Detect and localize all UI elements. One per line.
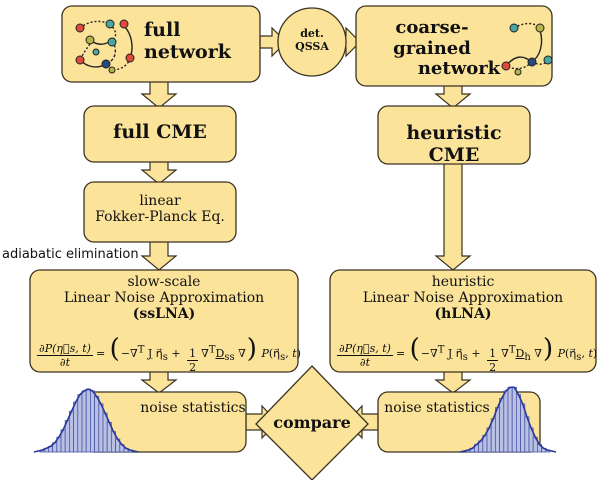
sslna-eq-den: ∂t bbox=[59, 355, 71, 369]
full-network-line1: full bbox=[144, 19, 181, 41]
histogram-bar bbox=[69, 410, 75, 453]
noise-left-label: noise statistics bbox=[140, 400, 246, 416]
histogram-bar bbox=[73, 401, 79, 453]
full-network-line2: network bbox=[144, 40, 231, 63]
coarse-grained-line1: coarse-grained bbox=[393, 17, 471, 59]
arrow-hcme-to-hlna bbox=[434, 159, 472, 271]
histogram-bar bbox=[520, 403, 526, 453]
box-linear-fp bbox=[83, 181, 237, 243]
hlna-eq-fraction: ∂P(η⃗s, t) ∂t bbox=[337, 342, 393, 369]
arrow-fp-to-sslna bbox=[140, 239, 178, 271]
histogram-bar bbox=[499, 397, 505, 453]
sslna-eq-fraction: ∂P(η⃗s, t) ∂t bbox=[37, 342, 93, 369]
histogram-bar bbox=[81, 390, 87, 453]
histogram-bar bbox=[90, 390, 96, 453]
node-icon bbox=[535, 23, 545, 33]
histogram-bar bbox=[94, 396, 100, 453]
sslna-line1: slow-scale bbox=[127, 274, 201, 290]
node-icon bbox=[514, 68, 522, 76]
node-icon bbox=[85, 35, 95, 45]
node-icon bbox=[501, 61, 511, 71]
histogram-bar bbox=[507, 386, 513, 453]
node-icon bbox=[107, 37, 117, 47]
hlna-eq-den: ∂t bbox=[359, 355, 371, 369]
histogram-bar bbox=[511, 386, 517, 453]
box-heuristic-cme bbox=[377, 105, 531, 165]
coarse-grained-label: coarse-grained network bbox=[358, 17, 506, 80]
sslna-line3: (ssLNA) bbox=[132, 306, 196, 323]
node-icon bbox=[75, 23, 85, 33]
det-qssa-line1: det. bbox=[300, 27, 324, 40]
node-icon bbox=[101, 59, 111, 69]
linear-fp-label: linear Fokker-Planck Eq. bbox=[84, 193, 236, 225]
full-network-label: full network bbox=[144, 19, 254, 64]
noise-right-label: noise statistics bbox=[384, 400, 490, 416]
histogram-bar bbox=[77, 394, 83, 453]
histogram-bar bbox=[98, 403, 104, 453]
det-qssa-label: det. QSSA bbox=[282, 27, 342, 53]
histogram-right bbox=[459, 386, 557, 453]
box-hlna bbox=[329, 269, 597, 373]
box-compare bbox=[255, 365, 369, 480]
adiabatic-label: adiabatic elimination bbox=[2, 247, 139, 262]
node-icon bbox=[119, 19, 129, 29]
node-icon bbox=[543, 55, 553, 65]
sslna-line2: Linear Noise Approximation bbox=[63, 290, 265, 307]
node-icon bbox=[527, 57, 537, 67]
histogram-left bbox=[33, 388, 139, 453]
coarse-grained-line2: network bbox=[417, 58, 501, 80]
box-full-cme bbox=[83, 105, 237, 163]
histogram-bar bbox=[503, 390, 509, 453]
hlna-label: heuristic Linear Noise Approximation (hL… bbox=[330, 274, 596, 322]
hlna-line3: (hLNA) bbox=[434, 306, 492, 323]
box-det-qssa bbox=[277, 7, 347, 77]
density-curve bbox=[33, 388, 139, 453]
node-icon bbox=[105, 19, 115, 29]
density-curve bbox=[459, 386, 557, 453]
node-icon bbox=[92, 48, 100, 56]
compare-label: compare bbox=[273, 413, 351, 432]
histogram-bar bbox=[85, 388, 91, 453]
histogram-bar bbox=[494, 407, 500, 453]
sslna-eq-num: ∂P(η⃗s, t) bbox=[37, 341, 93, 356]
hlna-eq-num: ∂P(η⃗s, t) bbox=[337, 341, 393, 356]
node-icon bbox=[108, 66, 116, 74]
linear-fp-line1: linear bbox=[139, 193, 181, 209]
hlna-line2: Linear Noise Approximation bbox=[362, 290, 564, 307]
histogram-bar bbox=[102, 412, 108, 453]
node-icon bbox=[509, 23, 519, 33]
box-sslna bbox=[29, 269, 299, 373]
node-icon bbox=[125, 53, 135, 63]
heuristic-cme-label: heuristic CME bbox=[406, 122, 502, 166]
hlna-line1: heuristic bbox=[431, 274, 495, 290]
det-qssa-line2: QSSA bbox=[295, 39, 329, 53]
histogram-bar bbox=[516, 394, 522, 453]
node-icon bbox=[75, 55, 85, 65]
sslna-label: slow-scale Linear Noise Approximation (s… bbox=[30, 274, 298, 322]
full-cme-label: full CME bbox=[113, 121, 207, 143]
linear-fp-line2: Fokker-Planck Eq. bbox=[95, 209, 225, 226]
